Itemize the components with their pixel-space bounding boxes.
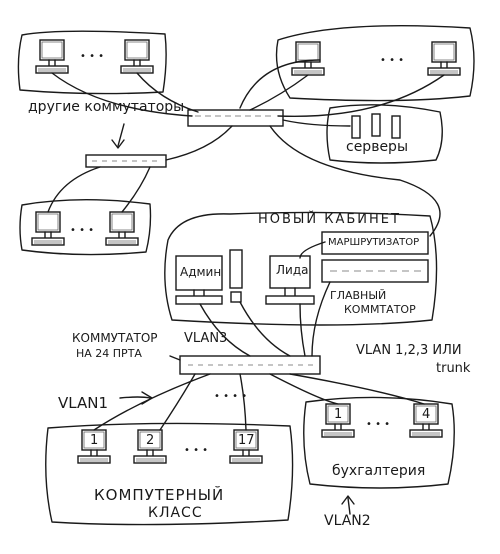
upper-switch bbox=[187, 109, 284, 127]
top-left-group bbox=[17, 30, 167, 95]
computer-icon bbox=[120, 39, 154, 74]
arrows bbox=[119, 355, 355, 515]
new-cabinet-label: НОВЫЙ КАБИНЕТ bbox=[258, 212, 401, 227]
lida-label: Лида bbox=[276, 263, 309, 277]
router-label: МАРШРУТИЗАТОР bbox=[328, 237, 420, 248]
computer-icon bbox=[31, 211, 65, 246]
vlan1-label: VLAN1 bbox=[58, 394, 108, 412]
ellipsis-accounting: • • • bbox=[366, 419, 391, 430]
vlan-trunk-label-2: trunk bbox=[436, 361, 471, 376]
pc-2-number: 2 bbox=[146, 433, 155, 448]
computer-class bbox=[45, 422, 294, 526]
accounting-label: бухгалтерия bbox=[332, 463, 426, 479]
computer-icon bbox=[427, 41, 461, 76]
classroom-label-1: КОМПУТЕРНЫЙ bbox=[94, 486, 225, 504]
mid-left-group bbox=[19, 199, 152, 256]
ellipsis-top-left: • • • bbox=[80, 51, 105, 62]
main-switch-label-1: ГЛАВНЫЙ bbox=[330, 289, 387, 302]
tower-icon bbox=[229, 249, 243, 289]
mid-left-switch bbox=[85, 154, 167, 168]
pc-17-number: 17 bbox=[238, 433, 255, 448]
other-switches-label: другие коммутаторы bbox=[28, 99, 185, 115]
classroom-label-2: КЛАСС bbox=[148, 505, 203, 521]
pc-1-number: 1 bbox=[90, 433, 99, 448]
vlan2-label: VLAN2 bbox=[324, 513, 371, 529]
computer-icon bbox=[105, 211, 139, 246]
servers-label: серверы bbox=[346, 139, 409, 155]
switch-24 bbox=[179, 355, 321, 375]
switch24-label-2: НА 24 ПРТА bbox=[76, 347, 142, 360]
server-icon bbox=[351, 115, 361, 139]
new-cabinet bbox=[164, 211, 438, 326]
main-switch-box bbox=[321, 259, 429, 283]
top-right-group bbox=[275, 25, 475, 102]
ellipsis-switch: • • • • bbox=[214, 391, 248, 402]
servers-group bbox=[326, 104, 443, 164]
acc-pc-1-number: 1 bbox=[334, 407, 343, 422]
server-icon bbox=[371, 113, 381, 137]
ellipsis-mid-left: • • • bbox=[70, 225, 95, 236]
computer-icon bbox=[35, 39, 69, 74]
ellipsis-class: • • • bbox=[184, 445, 209, 456]
vlan3-label: VLAN3 bbox=[184, 331, 228, 346]
admin-label: Админ bbox=[180, 265, 222, 279]
vlan-trunk-label-1: VLAN 1,2,3 ИЛИ bbox=[356, 343, 462, 358]
cables bbox=[47, 59, 445, 431]
acc-pc-4-number: 4 bbox=[422, 407, 431, 422]
ellipsis-top-right: • • • bbox=[380, 55, 405, 66]
switch24-label-1: КОММУТАТОР bbox=[72, 331, 158, 345]
computer-icon bbox=[291, 41, 325, 76]
accounting-group bbox=[303, 396, 455, 489]
server-icon bbox=[391, 115, 401, 139]
main-switch-label-2: КОММТАТОР bbox=[344, 303, 416, 316]
